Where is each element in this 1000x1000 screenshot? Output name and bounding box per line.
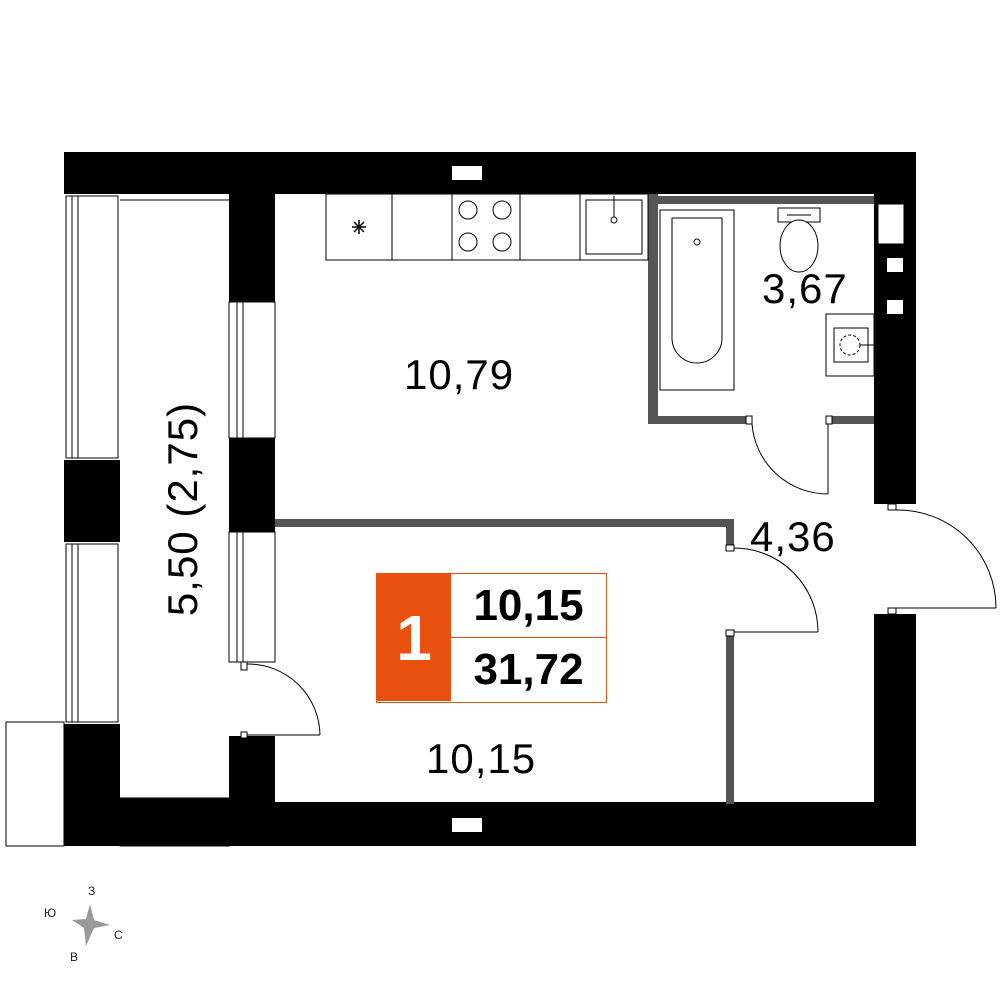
- apartment-badge: 1 10,15 31,72: [376, 573, 607, 703]
- wall-markers: [452, 166, 905, 832]
- balcony-windows: [65, 195, 119, 723]
- stove-icon: [458, 200, 512, 252]
- compass-west-label: Ю: [44, 906, 57, 920]
- compass-north-label: З: [88, 884, 96, 898]
- compass-south-label: В: [70, 950, 79, 964]
- compass-icon: [72, 904, 110, 946]
- balcony-edges: [5, 199, 230, 847]
- living-area-value: 10,15: [451, 574, 606, 638]
- bathtub-icon: [659, 209, 735, 391]
- sink-icon: [585, 196, 643, 255]
- bathroom-area-label: 3,67: [762, 265, 848, 312]
- inner-windows: [228, 301, 276, 663]
- compass-east-label: С: [114, 928, 123, 942]
- kitchen-area-label: 10,79: [404, 351, 515, 398]
- balcony-area-label: 5,50 (2,75): [159, 401, 206, 617]
- doors: [240, 415, 997, 739]
- bedroom-area-label: 10,15: [426, 735, 537, 782]
- hall-area-label: 4,36: [750, 513, 836, 560]
- washbasin-icon: [825, 313, 878, 377]
- partitions: [275, 194, 874, 804]
- fridge-icon: [352, 220, 366, 234]
- total-area-value: 31,72: [473, 644, 584, 694]
- toilet-icon: [777, 207, 821, 273]
- rooms-count: 1: [377, 574, 451, 701]
- outer-walls: [64, 152, 916, 846]
